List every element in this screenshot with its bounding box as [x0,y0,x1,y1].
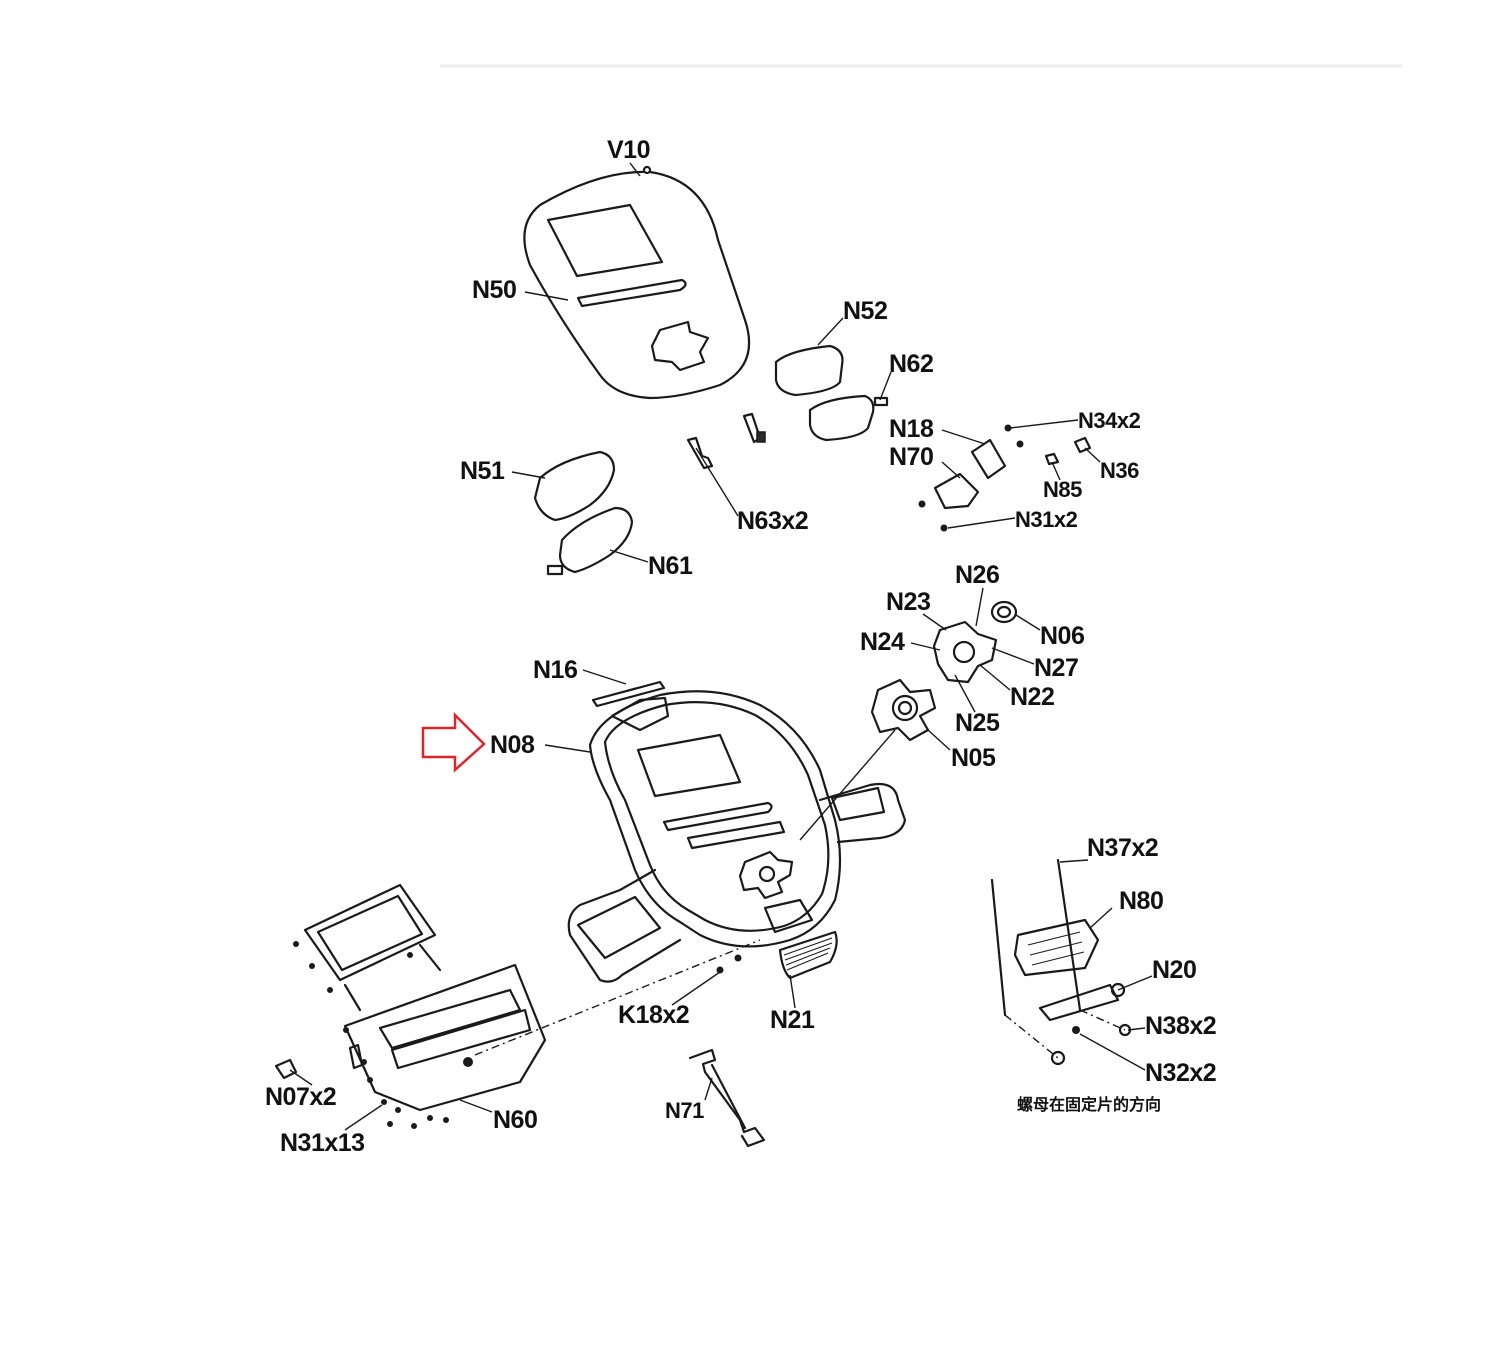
label-n34x2: N34x2 [1078,408,1141,433]
fasteners [293,941,742,1129]
label-n61: N61 [648,552,693,580]
part-n23-n24-plate [932,620,998,684]
part-n51-pad [533,450,616,522]
nut-orientation-note: 螺母在固定片的方向 [1017,1095,1161,1114]
label-n37x2: N37x2 [1087,834,1158,862]
label-n71: N71 [665,1098,704,1123]
label-n32x2: N32x2 [1145,1059,1216,1087]
label-n60: N60 [493,1106,537,1134]
part-n08-console [567,690,907,983]
label-n85: N85 [1043,477,1082,502]
part-n50-overlay [523,170,751,400]
label-n51: N51 [460,457,505,485]
label-n08: N08 [490,731,535,759]
part-n71-cable [688,1048,766,1148]
label-n38x2: N38x2 [1145,1012,1216,1040]
part-n60-board [343,963,547,1112]
part-n07-clip [274,1058,298,1080]
label-n52: N52 [843,297,887,325]
label-n20: N20 [1152,956,1196,984]
part-n16-strip [591,680,666,708]
label-n31x2: N31x2 [1015,507,1078,532]
label-n16: N16 [533,656,577,684]
label-n26: N26 [955,561,999,589]
part-n62-pad [808,394,889,442]
label-n80: N80 [1119,887,1163,915]
label-n06: N06 [1040,622,1084,650]
part-n61-pad [546,506,634,576]
label-v10: V10 [607,136,650,164]
alignment-line [474,939,761,1056]
label-n18: N18 [889,415,934,443]
label-n63x2: N63x2 [737,507,808,535]
label-n05: N05 [951,744,996,772]
label-n25: N25 [955,709,1000,737]
part-lcd-frame [303,883,442,1012]
part-n05-knob [870,678,937,742]
part-n52-pad [774,344,844,397]
highlight-arrow-icon [421,711,486,773]
label-k18x2: K18x2 [618,1001,689,1029]
part-v10-pin [642,165,652,175]
label-n21: N21 [770,1006,815,1034]
leader-lines [289,162,1153,1131]
part-n21-grill [778,930,838,980]
label-n50: N50 [472,276,516,304]
label-n22: N22 [1010,683,1054,711]
label-n23: N23 [886,588,930,616]
label-n27: N27 [1034,654,1078,682]
part-n63-connectors [686,412,766,470]
label-n07x2: N07x2 [265,1083,336,1111]
knob-leader [799,729,896,841]
label-n31x13: N31x13 [280,1129,365,1157]
label-n70: N70 [889,443,933,471]
part-n06-ring [990,600,1018,624]
label-n36: N36 [1100,458,1139,483]
label-n62: N62 [889,350,933,378]
label-n24: N24 [860,628,905,656]
part-n80-n20-bracket [990,858,1132,1066]
